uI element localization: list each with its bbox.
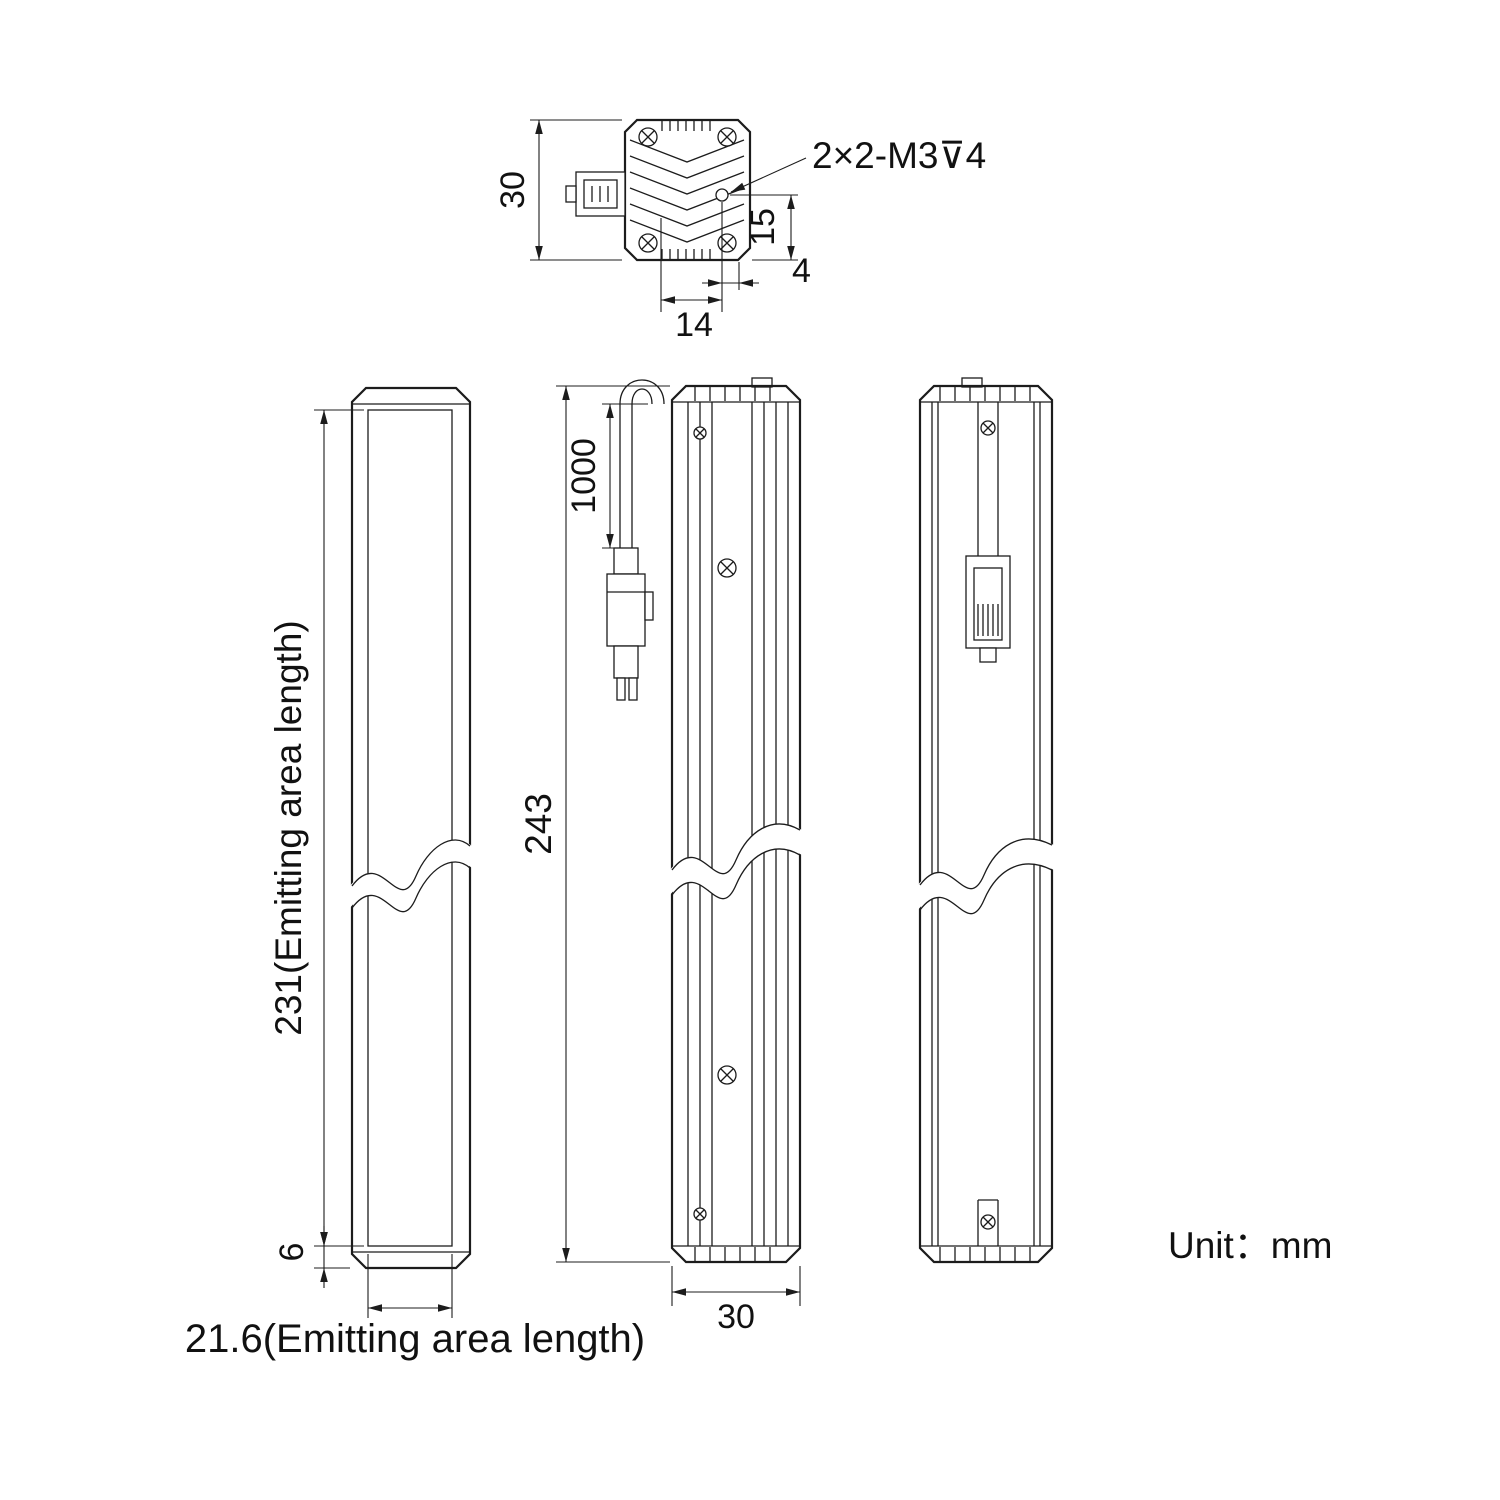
back-view-cap-ticks xyxy=(939,387,1031,1261)
dim-cable-length: 1000 xyxy=(565,403,648,549)
dim-emitting-area-width-text: 21.6(Emitting area length) xyxy=(185,1317,645,1361)
dim-emitting-area-width: 21.6(Emitting area length) xyxy=(185,1254,645,1361)
top-view-fin-ticks xyxy=(661,121,711,259)
side-view-fin-lines xyxy=(687,402,789,1246)
mounting-hole xyxy=(715,188,729,202)
dim-overall-length: 243 xyxy=(518,385,670,1263)
dim-emitting-area-length-text: 231(Emitting area length) xyxy=(268,620,309,1035)
side-view: 1000 243 30 xyxy=(518,377,802,1336)
unit-label: Unit：mm xyxy=(1168,1225,1332,1266)
thread-callout-text: 2×2-M3⊽4 xyxy=(812,135,986,176)
dim-hole-offset-horizontal: 4 xyxy=(702,202,811,312)
back-view-break-mask xyxy=(918,838,1054,914)
cable-connector xyxy=(606,547,654,701)
dim-hole-offset-vertical: 15 xyxy=(730,194,798,261)
dim-cable-length-text: 1000 xyxy=(565,438,603,514)
side-view-break-line-top xyxy=(671,823,801,875)
emitting-area-window xyxy=(367,409,453,1247)
back-view-edge-lines xyxy=(931,402,1041,1246)
dim-emitting-area-length: 231(Emitting area length) xyxy=(268,409,364,1247)
dim-body-width-text: 30 xyxy=(717,1298,755,1336)
top-view: 2×2-M3⊽4 30 15 4 14 xyxy=(494,118,986,344)
dim-overall-length-text: 243 xyxy=(518,793,559,855)
side-view-cap-lines xyxy=(672,401,800,1247)
dim-hole-offset-width-text: 14 xyxy=(675,306,713,344)
side-view-cap-ticks xyxy=(694,387,771,1261)
power-connector xyxy=(565,171,626,217)
heatsink-fins xyxy=(629,139,745,243)
front-view-break-line-top xyxy=(351,839,471,891)
back-connector-plug xyxy=(965,555,1011,663)
back-view-cable-channel xyxy=(977,402,999,1246)
front-view: 231(Emitting area length) 6 21.6(Emittin… xyxy=(185,386,645,1361)
side-view-break-line-bottom xyxy=(671,848,801,900)
back-view-body-outline xyxy=(918,384,1054,1264)
dim-hole-offset-width: 14 xyxy=(660,218,722,344)
back-view-break-line-bottom xyxy=(919,863,1053,915)
front-view-break-mask xyxy=(350,839,472,912)
thread-callout-leader-line xyxy=(730,157,807,193)
dim-body-width: 30 xyxy=(671,1266,801,1336)
dim-bottom-margin: 6 xyxy=(273,1226,350,1288)
cable xyxy=(619,379,665,548)
back-view-cap-lines xyxy=(920,401,1052,1247)
side-view-body-outline xyxy=(670,384,802,1264)
side-view-face-screws xyxy=(693,426,737,1221)
dim-bottom-margin-text: 6 xyxy=(273,1243,311,1262)
corner-screws xyxy=(638,127,737,253)
top-view-body-outline xyxy=(623,118,752,262)
dim-top-view-height: 30 xyxy=(494,119,622,261)
dim-hole-offset-vertical-text: 15 xyxy=(744,208,782,246)
back-view-break-line-top xyxy=(919,838,1053,890)
front-view-body-outline xyxy=(350,386,472,1270)
back-view-screws xyxy=(980,420,996,1230)
dim-top-view-height-text: 30 xyxy=(494,171,532,209)
back-view xyxy=(918,377,1054,1264)
dim-hole-offset-horizontal-text: 4 xyxy=(792,252,811,290)
front-view-cap-lines xyxy=(352,403,470,1253)
front-view-break-line-bottom xyxy=(351,861,471,913)
